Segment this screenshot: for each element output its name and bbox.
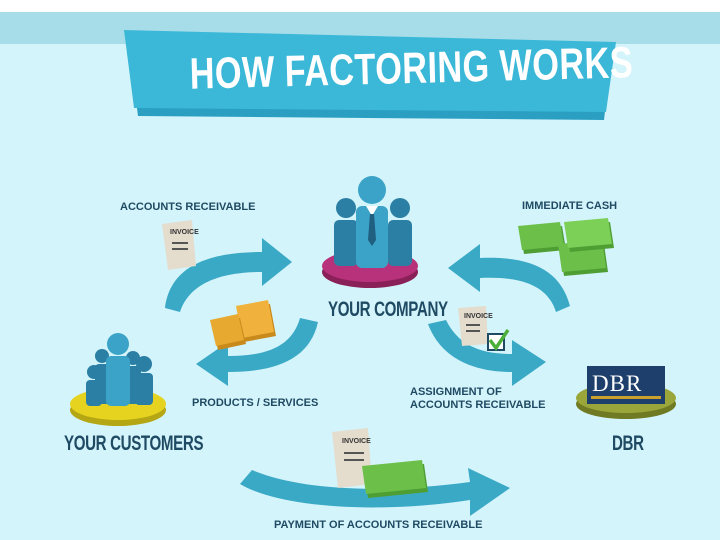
svg-text:INVOICE: INVOICE xyxy=(170,229,199,236)
products-services-label: PRODUCTS / SERVICES xyxy=(192,397,319,409)
company-people-icon xyxy=(322,176,418,288)
svg-text:INVOICE: INVOICE xyxy=(342,438,371,445)
immediate-cash-label: IMMEDIATE CASH xyxy=(522,200,618,212)
boxes-icon xyxy=(210,300,276,350)
dbr-logo-icon xyxy=(576,366,676,419)
customers-people-icon xyxy=(70,333,166,426)
your-company-label: YOUR COMPANY xyxy=(328,298,448,321)
cash-stack-icon xyxy=(518,218,614,276)
invoice-icon: INVOICE xyxy=(162,220,199,270)
dbr-label: DBR xyxy=(612,432,644,455)
cash-stack-icon xyxy=(362,460,428,498)
accounts-receivable-label: ACCOUNTS RECEIVABLE xyxy=(120,201,256,213)
invoice-icon: INVOICE xyxy=(332,428,372,488)
checkmark-icon xyxy=(487,329,510,352)
assignment-label-line2: ACCOUNTS RECEIVABLE xyxy=(410,399,546,411)
invoice-icon: INVOICE xyxy=(458,306,493,346)
payment-label: PAYMENT OF ACCOUNTS RECEIVABLE xyxy=(274,519,483,531)
assignment-label-line1: ASSIGNMENT OF xyxy=(410,386,502,398)
your-customers-label: YOUR CUSTOMERS xyxy=(64,432,204,455)
svg-text:INVOICE: INVOICE xyxy=(464,313,493,320)
dbr-logo-text: DBR xyxy=(592,371,643,396)
